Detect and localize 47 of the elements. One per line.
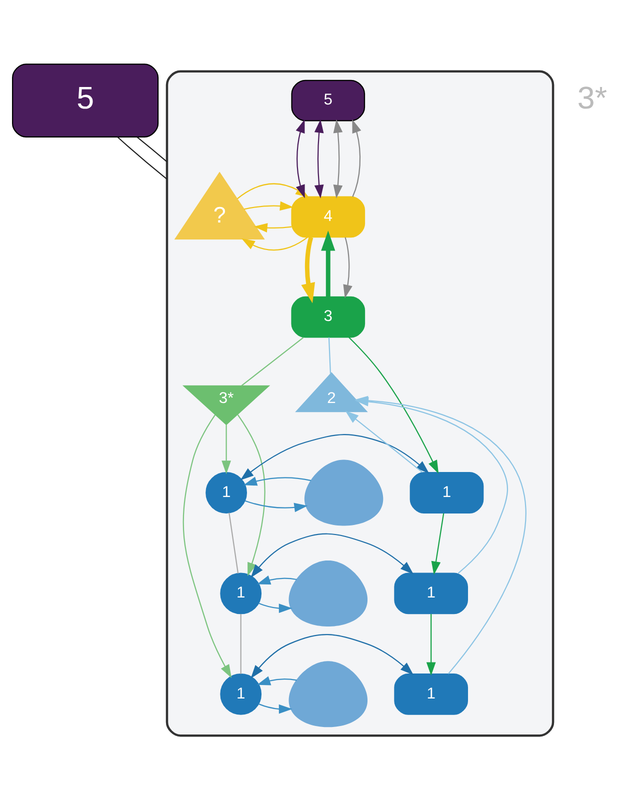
arrow <box>244 476 312 486</box>
arrow <box>333 119 343 198</box>
arrow <box>256 576 297 584</box>
arrow <box>241 236 308 251</box>
connector <box>328 337 332 374</box>
arrow <box>301 236 316 304</box>
node-box: 3 <box>291 296 366 338</box>
node-blob <box>304 460 384 526</box>
arrow <box>254 223 292 232</box>
arrow <box>244 201 294 211</box>
arrow <box>237 414 266 576</box>
arrow <box>222 424 231 474</box>
node-box: 4 <box>291 196 366 238</box>
label: 3* <box>577 80 608 116</box>
node-box: 5 <box>291 80 366 122</box>
arrow <box>352 119 362 197</box>
connector <box>228 512 239 574</box>
arrow <box>431 513 444 575</box>
arrow <box>244 500 308 512</box>
node-box: 1 <box>410 472 484 514</box>
arrow <box>314 119 324 198</box>
node-box: 1 <box>394 572 468 614</box>
node-box: 5 <box>12 64 159 138</box>
node-blob <box>288 661 368 728</box>
connector <box>117 136 168 180</box>
connector <box>136 136 168 162</box>
arrow <box>258 703 292 714</box>
node-circle: 1 <box>220 673 262 715</box>
cluster <box>166 70 554 737</box>
arrow <box>321 230 336 297</box>
connector <box>240 614 242 674</box>
arrow <box>240 434 430 480</box>
arrow <box>250 634 414 678</box>
node-blob <box>288 560 368 626</box>
node-circle: 1 <box>220 572 262 614</box>
arrow <box>250 533 414 578</box>
arrow <box>343 237 352 298</box>
node-circle: 1 <box>206 472 247 514</box>
arrow <box>296 119 305 198</box>
arrow <box>258 602 292 614</box>
arrow <box>345 410 423 473</box>
arrow <box>348 336 439 474</box>
arrow <box>426 614 436 676</box>
connector <box>241 336 304 386</box>
arrow <box>182 414 232 678</box>
node-box: 1 <box>394 673 468 715</box>
arrow <box>256 676 297 686</box>
